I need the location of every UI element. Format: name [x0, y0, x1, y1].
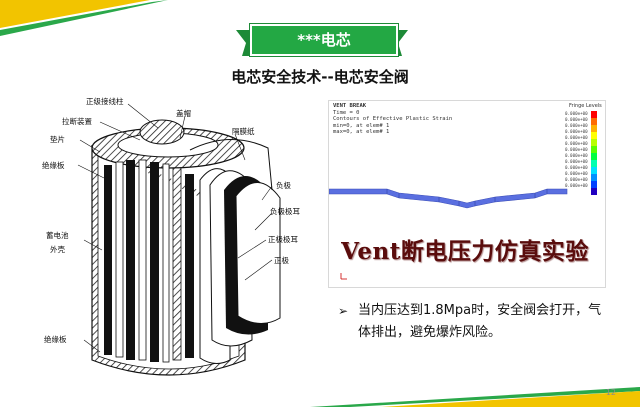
legend-value: 0.000e+00 — [565, 135, 588, 140]
label-separator: 隔膜纸 — [232, 127, 255, 136]
label-insulator-bottom: 绝缘板 — [44, 335, 67, 344]
simulation-header: VENT BREAK Time = 0 Contours of Effectiv… — [333, 103, 452, 136]
legend-value: 0.000e+00 — [565, 177, 588, 182]
legend-value: 0.000e+00 — [565, 117, 588, 122]
fringe-color-legend — [591, 111, 597, 195]
bullet-text: 当内压达到1.8Mpa时，安全阀会打开，气体排出，避免爆炸风险。 — [358, 303, 602, 340]
simulation-caption: Vent断电压力仿真实验 — [341, 238, 589, 265]
section-banner: ***电芯 — [236, 20, 408, 60]
legend-value: 0.000e+00 — [565, 111, 588, 116]
banner-text: ***电芯 — [297, 31, 351, 49]
slide-title: 电芯安全技术--电芯安全阀 — [231, 68, 409, 86]
corner-stripes-bottom-right — [310, 387, 640, 407]
legend-value: 0.000e+00 — [565, 141, 588, 146]
label-insulator-top: 绝缘板 — [42, 161, 65, 170]
corner-stripes-top-left — [0, 0, 168, 36]
sim-header-line: VENT BREAK — [333, 103, 367, 109]
legend-value: 0.000e+00 — [565, 159, 588, 164]
label-cathode: 正极 — [274, 256, 289, 265]
legend-value: 0.000e+00 — [565, 171, 588, 176]
label-cathode-tab-post: 正级接线柱 — [86, 97, 124, 106]
bullet-arrow-icon: ➢ — [338, 304, 349, 318]
sim-header-line: max=0, at elem# 1 — [333, 129, 390, 135]
label-case-line1: 蓄电池 — [46, 231, 69, 240]
legend-value: 0.000e+00 — [565, 123, 588, 128]
sim-header-line: Contours of Effective Plastic Strain — [333, 116, 453, 122]
sim-header-line: Time = 0 — [333, 109, 360, 116]
legend-value: 0.000e+00 — [565, 147, 588, 152]
legend-value: 0.000e+00 — [565, 129, 588, 134]
label-anode-tab: 负极极耳 — [270, 207, 300, 216]
legend-values: 0.000e+00 0.000e+00 0.000e+00 0.000e+00 … — [565, 111, 589, 195]
legend-value: 0.000e+00 — [565, 165, 588, 170]
label-breaker: 拉断装置 — [62, 117, 92, 126]
legend-title: Fringe Levels — [569, 103, 602, 109]
label-case-line2: 外壳 — [50, 245, 65, 254]
label-gasket: 垫片 — [50, 135, 65, 144]
label-cap: 盖帽 — [176, 109, 191, 118]
battery-cell-diagram: 正级接线柱 拉断装置 盖帽 隔膜纸 垫片 绝缘板 负极 负极极耳 蓄电池 外壳 … — [40, 90, 330, 395]
label-anode: 负极 — [276, 181, 291, 190]
legend-value: 0.000e+00 — [565, 153, 588, 158]
legend-value: 0.000e+00 — [565, 183, 588, 188]
label-cathode-tab: 正极极耳 — [268, 235, 298, 244]
vent-membrane-shape — [329, 188, 568, 209]
page-number: 12 — [605, 388, 616, 397]
battery-cutaway-illustration — [77, 103, 281, 376]
sim-header-line: min=0, at elem# 1 — [333, 122, 390, 129]
banner-box — [250, 24, 398, 56]
vent-simulation-panel: VENT BREAK Time = 0 Contours of Effectiv… — [328, 100, 606, 288]
axis-triad-icon — [340, 273, 347, 280]
